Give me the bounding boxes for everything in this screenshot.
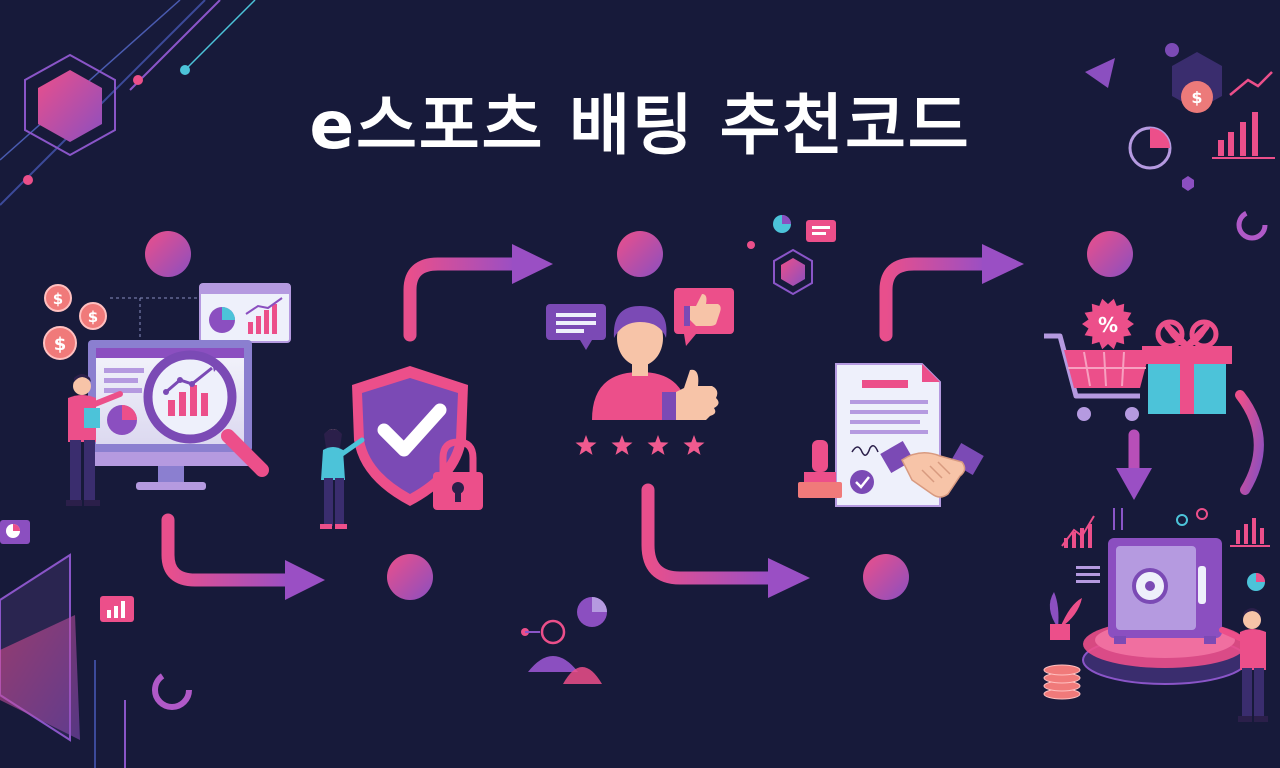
flow-arrow-down [1116,429,1152,500]
top-left-decoration [0,0,256,206]
step-rewards: % [1043,298,1270,722]
shopping-cart-icon [1044,333,1150,421]
coin-icon: $ $ $ [43,284,107,360]
side-mini-charts [1061,508,1270,591]
flow-arrow-4 [879,244,1024,342]
bottom-left-decoration [0,520,192,768]
page-title: e스포츠 배팅 추천코드 [309,87,971,164]
gift-box-icon [1142,319,1232,414]
top-mini-icons [747,215,836,296]
svg-text:%: % [1098,313,1118,337]
svg-text:$: $ [88,308,98,326]
magnifier-icon [143,350,269,477]
plant-icon [1049,592,1082,640]
safe-vault-icon [1082,538,1248,685]
step-agreement [747,215,984,507]
step-marker-5 [863,554,909,600]
flow-arrow-1 [161,513,325,600]
stamp-icon [798,440,842,498]
handshake-icon [880,440,984,498]
analyst-person-icon [66,374,123,506]
step-marker-3 [1087,231,1133,277]
thumbs-up-icon [662,369,719,420]
thumbs-up-bubble-icon [674,288,734,346]
shield-check-icon [352,366,468,506]
percent-badge-icon: % [1082,298,1134,350]
step-marker-4 [387,554,433,600]
step-user-review [546,288,734,455]
speech-bubble-icon [546,304,606,350]
svg-text:$: $ [53,290,63,308]
star-icon [575,435,597,455]
flow-arrow-2 [403,244,553,342]
woman-person-icon [320,429,365,529]
svg-text:$: $ [1191,88,1202,107]
coin-stack-icon [1043,664,1081,700]
flow-arrow-curve-right [1235,390,1264,495]
flow-arrow-3 [641,483,810,598]
step-security [320,366,483,529]
padlock-icon [433,438,483,510]
mini-chart-window-icon [110,283,291,343]
svg-text:$: $ [54,334,67,355]
star-icon [647,435,669,455]
bottom-center-decoration [521,597,607,684]
step-analysis-dashboard: $ $ $ [43,283,291,506]
top-right-decoration: $ [1085,43,1275,241]
star-icon [683,435,705,455]
step-marker-2 [617,231,663,277]
businessman-person-icon [1219,608,1268,722]
step-marker-1 [145,231,191,277]
star-rating-icon [575,435,705,455]
star-icon [611,435,633,455]
